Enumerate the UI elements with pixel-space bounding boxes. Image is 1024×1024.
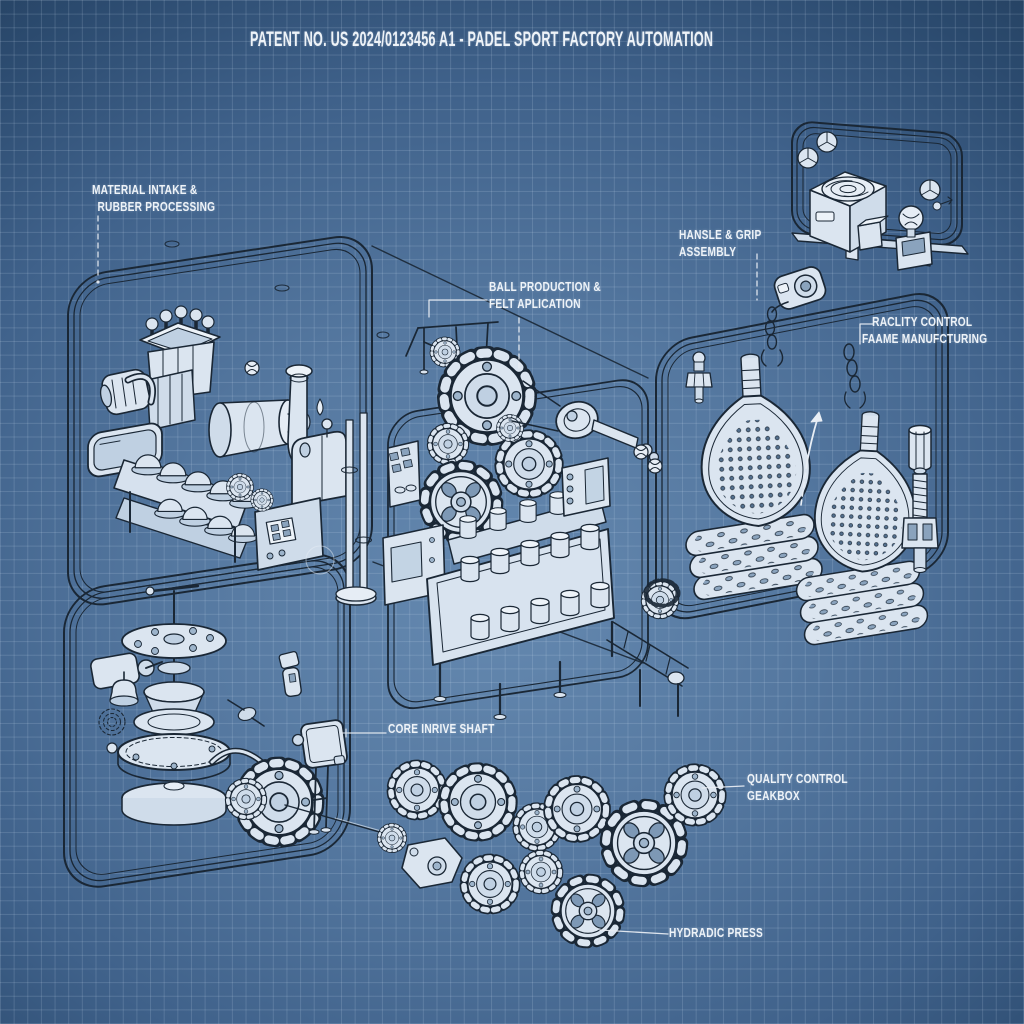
feeder-block bbox=[146, 369, 196, 431]
felt-ball bbox=[647, 458, 663, 474]
core-mixer-machine bbox=[90, 584, 393, 841]
callout-core-drive-shaft: CORE INRIVE SHAFT bbox=[388, 721, 495, 738]
intake-motor bbox=[99, 368, 156, 416]
control-strip bbox=[387, 440, 421, 508]
felt-ball bbox=[633, 444, 649, 460]
callout-line: CORE INRIVE SHAFT bbox=[388, 721, 495, 736]
padel-racket-a bbox=[694, 350, 814, 530]
pump-plate bbox=[401, 837, 463, 889]
ball-hopper-cube bbox=[895, 205, 933, 271]
bolt-part bbox=[685, 351, 713, 404]
mixer-robot-arm bbox=[90, 652, 163, 707]
mixer-gearbox bbox=[209, 747, 393, 841]
callout-hydraulic-press: HYDRADIC PRESS bbox=[669, 925, 763, 942]
callout-line: GEAKBOX bbox=[747, 787, 800, 803]
mold-conveyor bbox=[113, 454, 261, 563]
support-columns bbox=[335, 412, 377, 606]
exit-conveyor bbox=[606, 621, 689, 717]
coil-spring bbox=[98, 708, 126, 754]
segmented-ball bbox=[816, 131, 838, 153]
control-cabinet bbox=[254, 497, 324, 571]
padel-racket-b bbox=[811, 408, 922, 576]
callout-line: FAAME MANUFCTURING bbox=[862, 330, 988, 346]
callout-line: HANSLE & GRIP bbox=[679, 227, 762, 242]
qc-arrow bbox=[800, 411, 823, 506]
inspection-station bbox=[791, 131, 969, 271]
callout-line: BALL PRODUCTION & bbox=[489, 279, 601, 294]
racket-assembly-station bbox=[633, 266, 939, 647]
callout-ball-production: BALL PRODUCTION & FELT APLICATION bbox=[489, 279, 601, 312]
mold-cube bbox=[857, 215, 889, 251]
callout-leaders bbox=[96, 215, 874, 935]
callout-line: RUBBER PROCESSING bbox=[97, 198, 216, 214]
callout-handle-grip: HANSLE & GRIP ASSEMBLY bbox=[679, 227, 761, 260]
callout-material-intake: MATERIAL INTAKE & RUBBER PROCESSING bbox=[92, 182, 215, 215]
gear-cluster bbox=[379, 764, 722, 943]
callout-line: RACLITY CONTROL bbox=[872, 314, 973, 329]
side-bracket bbox=[227, 651, 302, 727]
callout-line: ASSEMBLY bbox=[679, 243, 737, 259]
callout-line: FELT APLICATION bbox=[489, 295, 581, 311]
callout-racket-frame: RACLITY CONTROL FAAME MANUFCTURING bbox=[862, 314, 987, 347]
overhead-camera bbox=[760, 266, 827, 367]
panel-core-mixer bbox=[63, 553, 351, 888]
segmented-ball bbox=[919, 179, 941, 201]
screw-tool bbox=[901, 424, 939, 573]
segmented-ball bbox=[797, 147, 819, 169]
shackle-b bbox=[843, 343, 866, 409]
patent-title: PATENT NO. US 2024/0123456 A1 - PADEL SP… bbox=[250, 28, 714, 51]
callout-line: HYDRADIC PRESS bbox=[669, 925, 763, 940]
right-cabinet bbox=[561, 457, 611, 517]
callout-line: QUALITY CONTROL bbox=[747, 771, 848, 786]
core-drive-box bbox=[291, 719, 348, 835]
spindle-stack bbox=[117, 584, 231, 826]
ball-production-machine bbox=[382, 321, 743, 720]
rubber-ball bbox=[244, 360, 260, 376]
fan-unit bbox=[809, 171, 887, 253]
droplet bbox=[316, 398, 324, 416]
callout-line: MATERIAL INTAKE & bbox=[92, 182, 198, 197]
material-intake-machine bbox=[87, 305, 377, 606]
conveyor-bed bbox=[426, 523, 615, 720]
callout-quality-gearbox: QUALITY CONTROL GEAKBOX bbox=[747, 771, 848, 804]
